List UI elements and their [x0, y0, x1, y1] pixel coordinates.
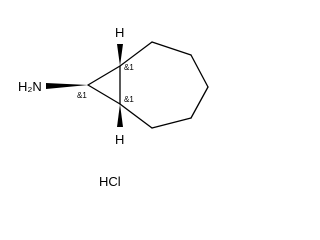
- stereo-label-c8: &1: [77, 91, 87, 100]
- wedge-bond-c7-h: [117, 104, 123, 127]
- bond-c4-c5: [190, 86, 209, 119]
- bond-c8-c7: [87, 84, 121, 105]
- hydrogen-top-label: H: [115, 25, 124, 40]
- bond-c8-c1: [87, 65, 121, 86]
- bond-c6-c7: [119, 103, 153, 129]
- hydrogen-bottom-label: H: [115, 132, 124, 147]
- stereo-label-c1: &1: [124, 63, 134, 72]
- bond-c5-c6: [151, 117, 192, 129]
- amine-label: H₂N: [18, 79, 42, 94]
- bond-c2-c3: [151, 41, 192, 56]
- wedge-bond-c1-h: [117, 44, 123, 66]
- bond-c1-c2: [119, 41, 153, 67]
- wedge-bond-c8-n: [46, 83, 88, 89]
- salt-label: HCl: [99, 174, 121, 189]
- stereo-label-c7: &1: [124, 95, 134, 104]
- chemical-structure: H₂N H H &1 &1 &1 HCl: [18, 25, 209, 189]
- bond-c3-c4: [190, 54, 209, 88]
